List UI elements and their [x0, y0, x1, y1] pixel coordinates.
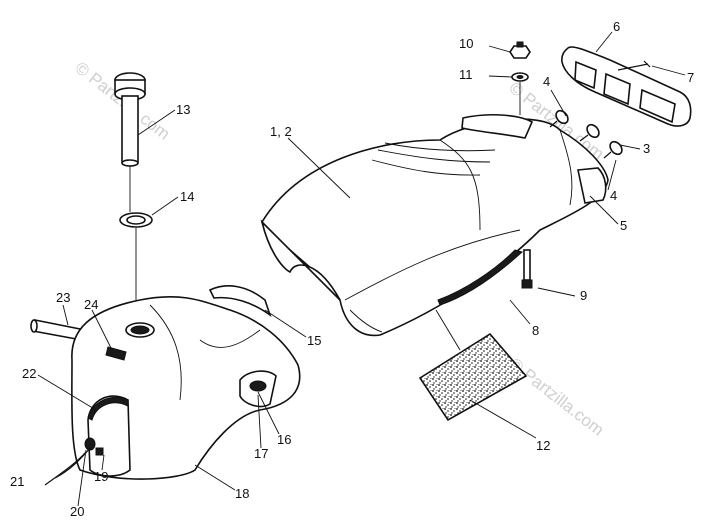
callout-11: 11 — [459, 67, 473, 82]
callout-3: 3 — [643, 141, 650, 156]
callout-seat: 1, 2 — [270, 124, 292, 139]
callout-18: 18 — [235, 486, 249, 501]
bulb-lower[interactable] — [603, 139, 624, 159]
seat-assembly[interactable] — [260, 114, 609, 337]
callout-10: 10 — [459, 36, 473, 51]
fuel-fitting[interactable] — [44, 437, 96, 486]
callout-8: 8 — [532, 323, 539, 338]
watermark-text: © Partzilla.com — [506, 354, 608, 440]
fuel-filler-tube[interactable] — [114, 72, 146, 212]
callout-24: 24 — [84, 297, 98, 312]
callout-12: 12 — [536, 438, 550, 453]
callout-4-top: 4 — [543, 74, 550, 89]
callout-23: 23 — [56, 290, 70, 305]
callout-13: 13 — [176, 102, 190, 117]
callout-17: 17 — [254, 446, 268, 461]
callout-20: 20 — [70, 504, 84, 519]
callout-6: 6 — [613, 19, 620, 34]
callout-22: 22 — [22, 366, 36, 381]
callout-4-lower: 4 — [610, 188, 617, 203]
leader-lines — [37, 31, 686, 507]
taillight-lens-plate[interactable] — [561, 46, 692, 127]
seat-bolt[interactable] — [521, 249, 533, 289]
callout-14: 14 — [180, 189, 194, 204]
seat-washer[interactable] — [511, 72, 529, 115]
bulb-middle[interactable] — [579, 122, 601, 142]
tank-strap[interactable] — [208, 285, 272, 318]
callout-16: 16 — [277, 432, 291, 447]
callout-7: 7 — [687, 70, 694, 85]
callout-labels: 1, 2 3 4 4 5 6 7 8 9 10 11 12 13 14 15 1… — [10, 19, 694, 519]
callout-21: 21 — [10, 474, 24, 489]
foam-pad[interactable] — [418, 309, 528, 422]
fuel-tank[interactable] — [71, 295, 301, 480]
callout-9: 9 — [580, 288, 587, 303]
callout-15: 15 — [307, 333, 321, 348]
callout-5: 5 — [620, 218, 627, 233]
callout-19: 19 — [94, 469, 108, 484]
seat-nut[interactable] — [509, 41, 531, 59]
